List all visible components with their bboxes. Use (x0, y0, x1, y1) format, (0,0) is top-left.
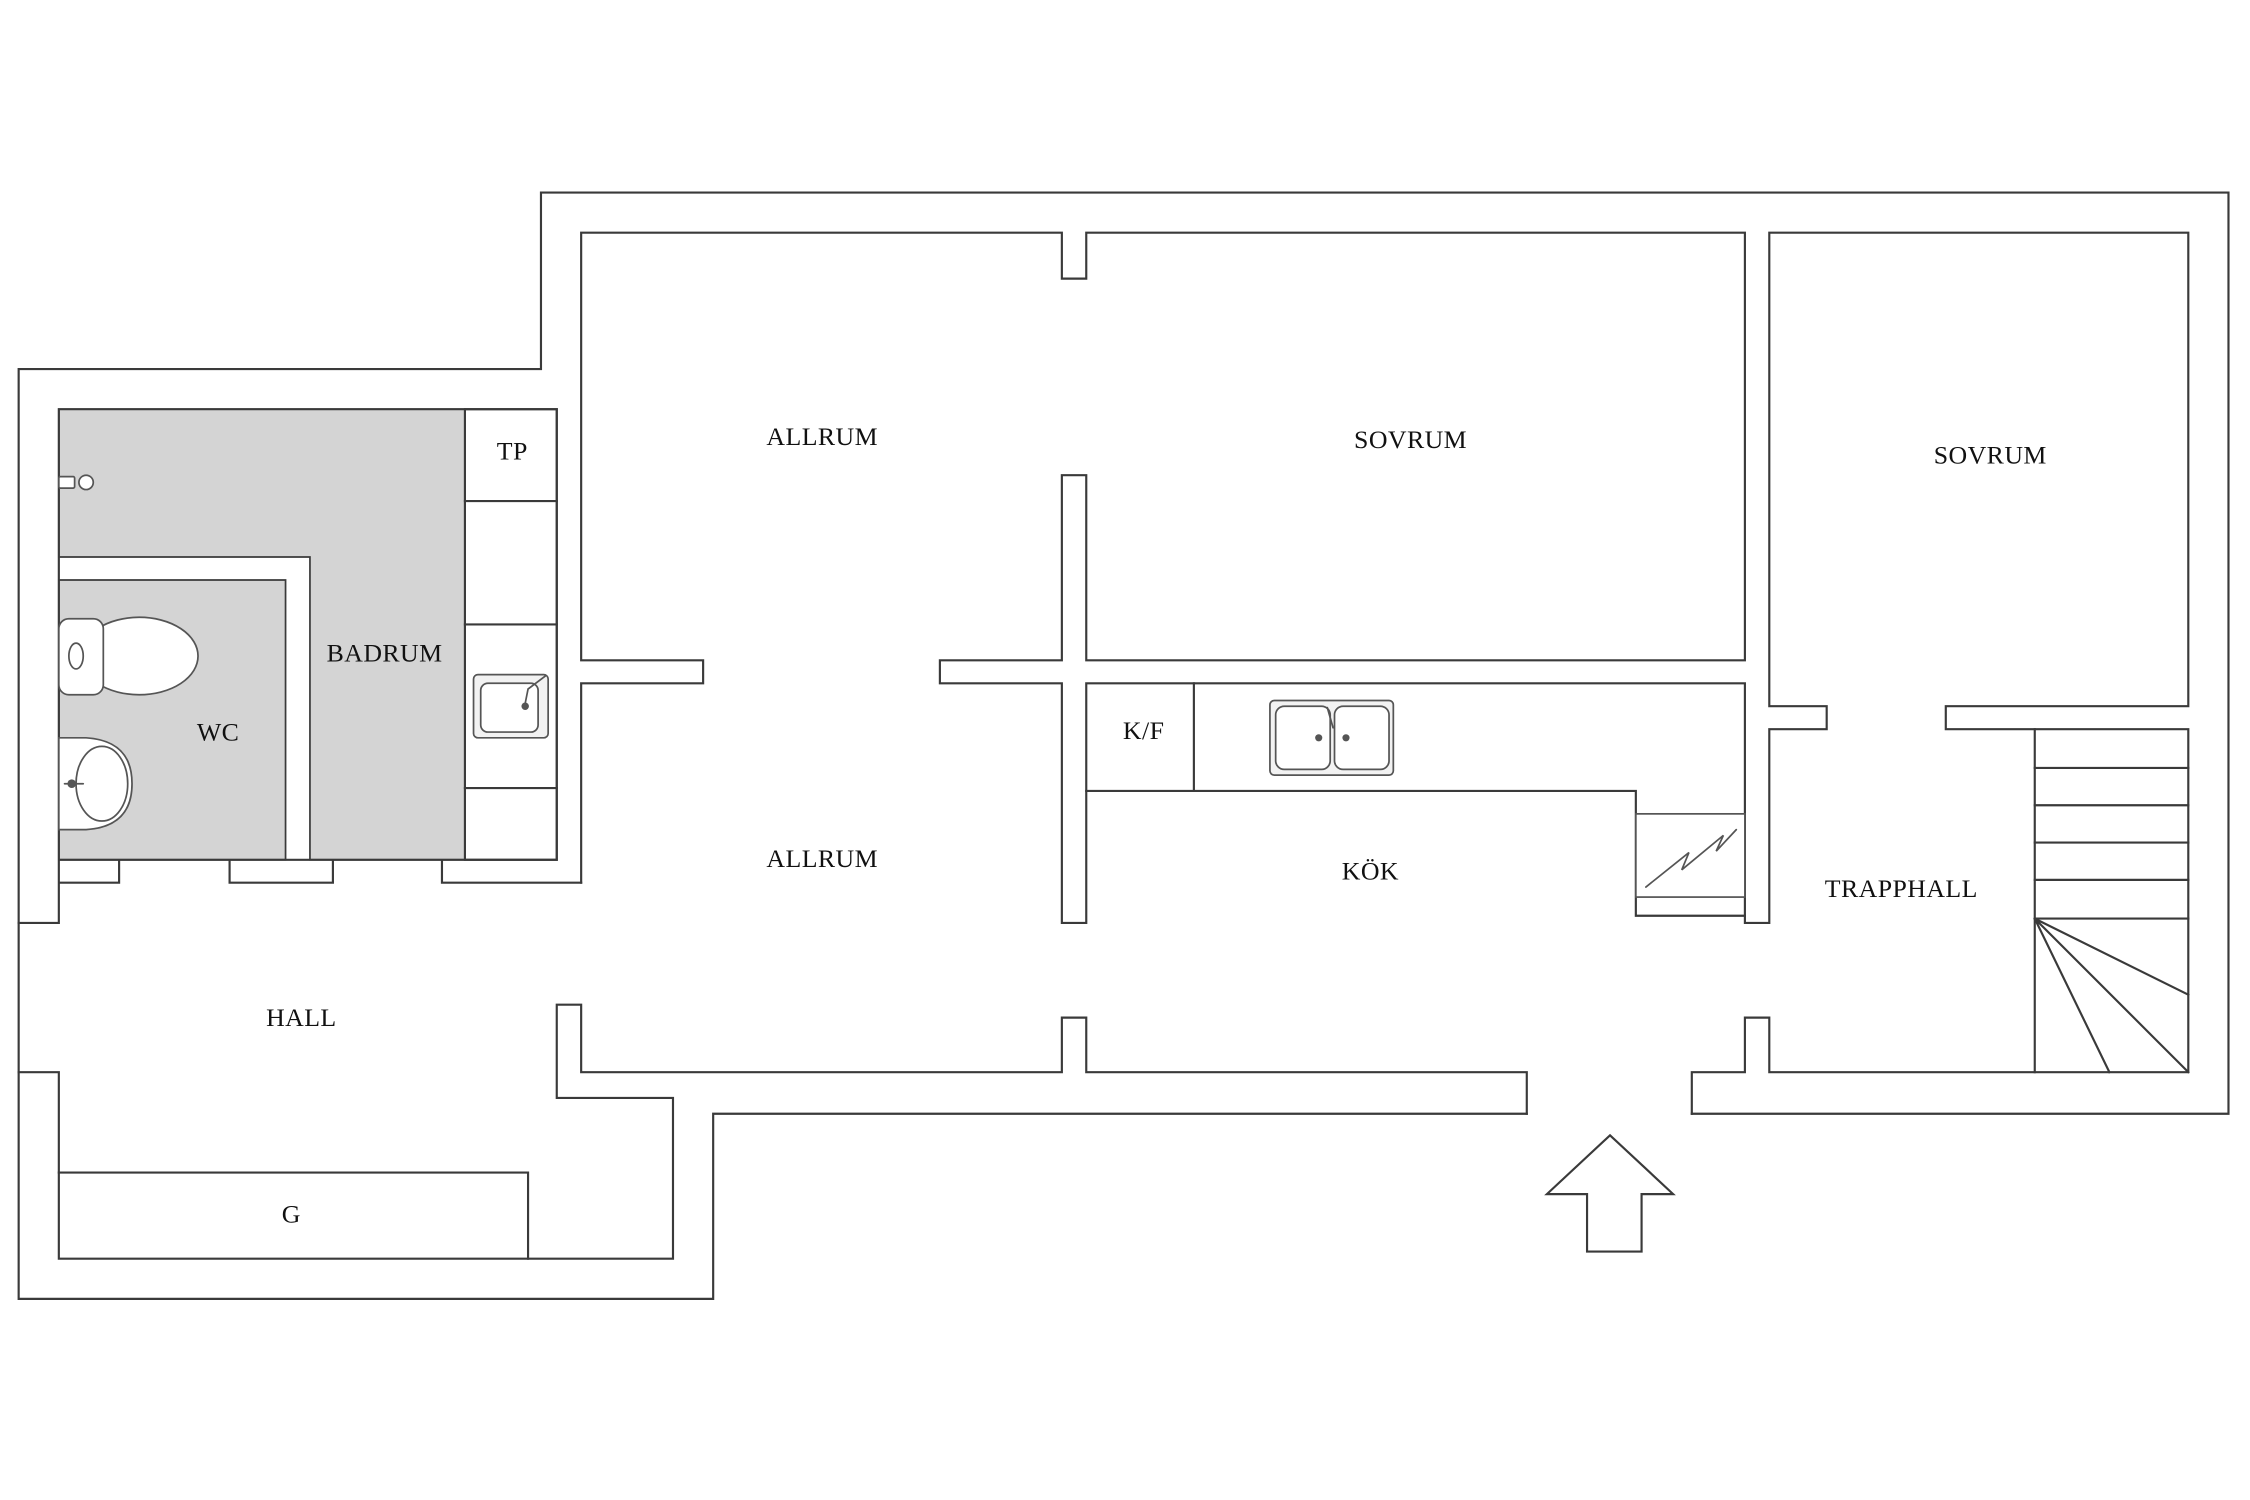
exterior-wall (17, 191, 2230, 1300)
double-sink-icon (1269, 699, 1395, 776)
room-label-wc: WC (197, 718, 239, 747)
room-label-allrum-lower: ALLRUM (766, 844, 878, 873)
shower-icon (57, 474, 95, 491)
wardrobe-g (57, 1171, 530, 1260)
room-label-kf: K/F (1123, 716, 1164, 745)
interior-walls-left (17, 408, 583, 924)
stove-icon (1634, 812, 1746, 898)
room-label-tp: TP (497, 436, 528, 465)
tp-column (463, 408, 558, 861)
room-labels: ALLRUM SOVRUM SOVRUM TP BADRUM WC K/F KÖ… (197, 422, 2047, 1229)
sink-icon (472, 673, 550, 739)
room-label-g: G (282, 1200, 301, 1229)
washbasin-icon (57, 736, 133, 831)
tp-dividers (463, 499, 558, 790)
room-label-trapphall: TRAPPHALL (1825, 874, 1978, 903)
toilet-icon (57, 616, 199, 696)
room-label-hall: HALL (266, 1003, 337, 1032)
interior-walls-lower (17, 1003, 1528, 1260)
room-label-kok: KÖK (1342, 857, 1399, 886)
stairs-icon (2033, 728, 2190, 1074)
room-label-sovrum-right: SOVRUM (1934, 441, 2047, 470)
room-label-allrum-upper: ALLRUM (766, 422, 878, 451)
arrow-up-icon (1544, 1133, 1676, 1253)
room-label-sovrum-middle: SOVRUM (1354, 425, 1467, 454)
room-label-badrum: BADRUM (327, 639, 443, 668)
interior-walls-upper (580, 231, 2190, 1115)
tp-cabinets (463, 408, 558, 861)
